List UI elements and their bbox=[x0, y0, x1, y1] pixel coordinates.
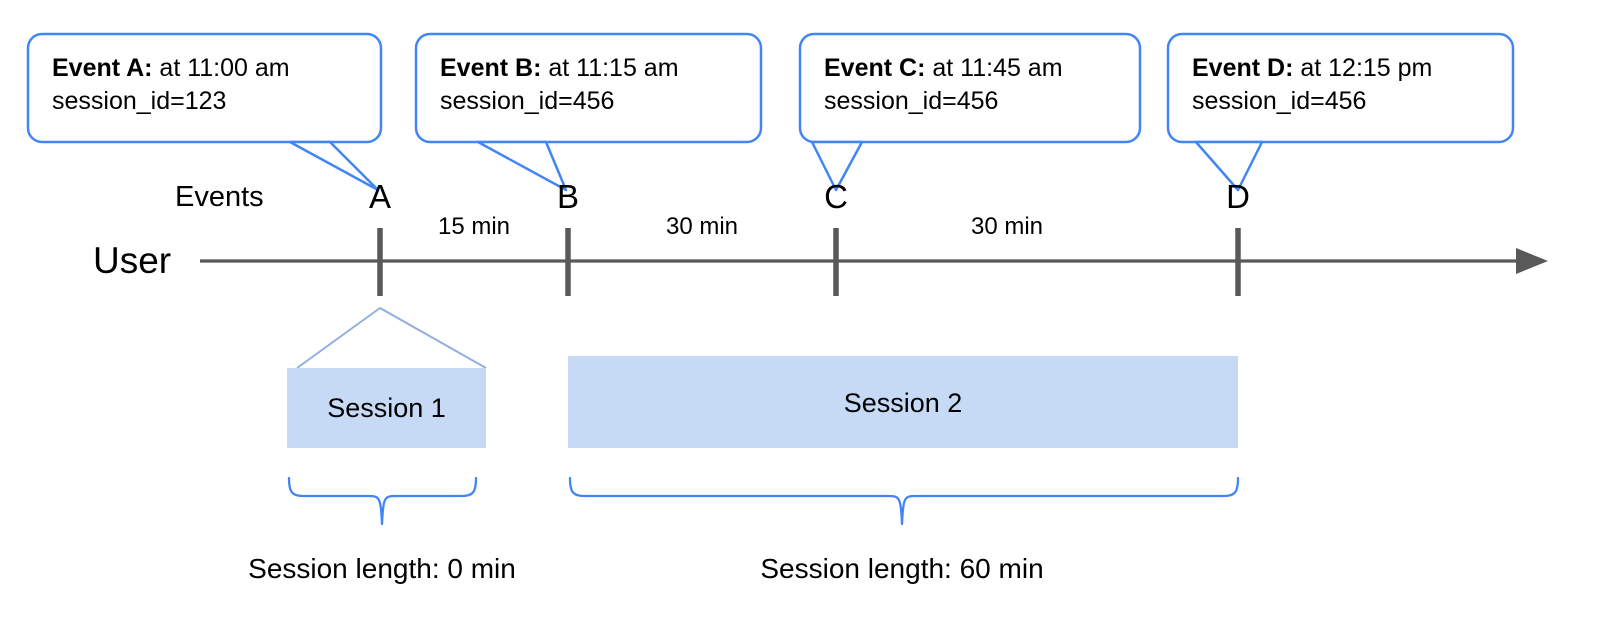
session-bar-1 bbox=[287, 368, 486, 448]
session-2-brace bbox=[568, 476, 1240, 526]
callout-bubble-a bbox=[26, 32, 383, 192]
callout-a-lead: Event A: bbox=[52, 54, 153, 82]
callout-c-line1: Event C: at 11:45 am bbox=[824, 52, 1063, 85]
callout-a-detail: session_id=123 bbox=[52, 87, 227, 115]
session-2-length-label: Session length: 60 min bbox=[760, 553, 1044, 584]
callout-bubble-b bbox=[414, 32, 763, 192]
callout-b-time: at 11:15 am bbox=[541, 54, 679, 82]
callout-a-text: Event A: at 11:00 am session_id=123 bbox=[52, 52, 290, 118]
callout-c-detail: session_id=456 bbox=[824, 87, 999, 115]
callout-b-detail: session_id=456 bbox=[440, 87, 615, 115]
event-ticks bbox=[377, 228, 1241, 296]
events-row-label: Events bbox=[175, 181, 264, 213]
callout-c-lead: Event C: bbox=[824, 54, 926, 82]
session-1-length-label: Session length: 0 min bbox=[248, 553, 516, 584]
event-letter-a: A bbox=[368, 178, 391, 215]
callout-d-tail bbox=[1194, 140, 1264, 192]
callout-c-box bbox=[798, 32, 1142, 144]
event-letter-d: D bbox=[1226, 178, 1250, 215]
callout-a-time: at 11:00 am bbox=[152, 54, 290, 82]
callout-b-tail bbox=[476, 140, 568, 192]
callout-b-text: Event B: at 11:15 am session_id=456 bbox=[440, 52, 679, 118]
axis-arrowhead-icon bbox=[1516, 248, 1548, 274]
brace-path-1 bbox=[287, 476, 478, 526]
callout-bubble-d bbox=[1166, 32, 1515, 192]
gap-label-a-b: 15 min bbox=[437, 213, 511, 240]
session-1-brace bbox=[287, 476, 478, 526]
user-row-label: User bbox=[93, 240, 172, 281]
session-bar-2 bbox=[568, 356, 1238, 448]
callout-c-tail bbox=[810, 140, 864, 192]
event-letter-b: B bbox=[556, 178, 579, 215]
session-bar-2-label: Session 2 bbox=[843, 388, 963, 418]
session-bar-1-label: Session 1 bbox=[327, 393, 446, 423]
event-letter-c: C bbox=[824, 178, 848, 215]
callout-d-lead: Event D: bbox=[1192, 54, 1294, 82]
session-1-connector-lines bbox=[296, 306, 487, 369]
brace-path-2 bbox=[568, 476, 1240, 526]
gap-label-b-c: 30 min bbox=[665, 213, 739, 240]
gap-label-c-d: 30 min bbox=[970, 213, 1044, 240]
callout-bubble-c bbox=[798, 32, 1142, 192]
callout-c-text: Event C: at 11:45 am session_id=456 bbox=[824, 52, 1063, 118]
callout-b-box bbox=[414, 32, 763, 144]
callout-d-line1: Event D: at 12:15 pm bbox=[1192, 52, 1432, 85]
callout-b-lead: Event B: bbox=[440, 54, 542, 82]
callout-b-line1: Event B: at 11:15 am bbox=[440, 52, 679, 85]
callout-d-detail: session_id=456 bbox=[1192, 87, 1367, 115]
timeline-axis bbox=[200, 248, 1548, 274]
callout-d-text: Event D: at 12:15 pm session_id=456 bbox=[1192, 52, 1432, 118]
session-1-connector bbox=[296, 306, 487, 369]
callout-c-time: at 11:45 am bbox=[925, 54, 1063, 82]
callout-a-tail bbox=[288, 140, 380, 192]
callout-a-line1: Event A: at 11:00 am bbox=[52, 52, 290, 85]
callout-a-box bbox=[26, 32, 383, 144]
callout-d-box bbox=[1166, 32, 1515, 144]
callout-d-time: at 12:15 pm bbox=[1293, 54, 1433, 82]
